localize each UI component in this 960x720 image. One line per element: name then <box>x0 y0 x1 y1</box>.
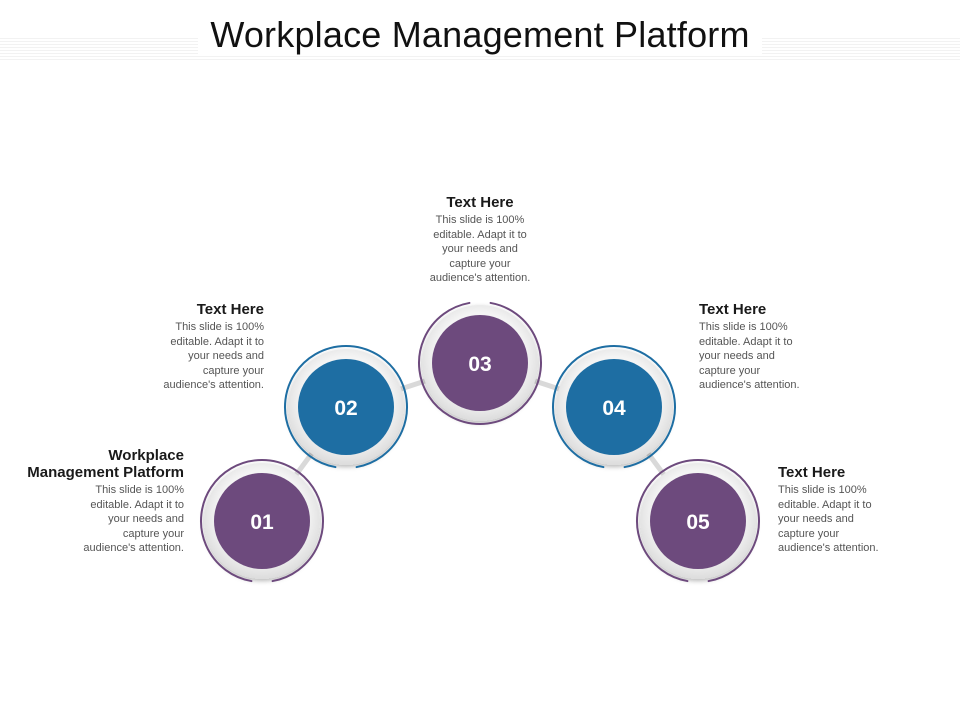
step-circle <box>432 315 528 411</box>
step-ring <box>200 459 324 583</box>
step-circle <box>650 473 746 569</box>
step-02-desc-line: your needs and <box>188 350 264 362</box>
step-number: 03 <box>468 353 491 376</box>
step-01-desc-line: This slide is 100% <box>95 484 184 496</box>
step-circle <box>566 359 662 455</box>
step-ring <box>284 345 408 469</box>
step-05-description: This slide is 100% editable. Adapt it to… <box>778 483 960 556</box>
step-02-node: 02 <box>284 345 408 469</box>
step-ring <box>552 345 676 469</box>
step-05-label: Text Here This slide is 100% editable. A… <box>778 464 960 556</box>
step-02-heading: Text Here <box>196 301 264 318</box>
step-01-desc-line: audience's attention. <box>83 542 184 554</box>
step-03-heading: Text Here <box>446 194 514 211</box>
step-04-desc-line: audience's attention. <box>699 379 800 391</box>
page-title: Workplace Management Platform <box>0 14 960 56</box>
step-02-desc-line: capture your <box>202 364 264 377</box>
step-ring <box>418 301 542 425</box>
step-01-label: Workplace Management Platform This slide… <box>0 447 184 556</box>
step-02-desc-line: editable. Adapt it to <box>170 335 264 348</box>
step-05-desc-line: This slide is 100% <box>778 484 867 496</box>
step-04-desc-line: editable. Adapt it to <box>699 335 793 348</box>
step-03-desc-line: your needs and <box>442 243 518 255</box>
step-number: 02 <box>334 397 357 420</box>
step-04-desc-line: This slide is 100% <box>699 321 788 333</box>
step-04-label: Text Here This slide is 100% editable. A… <box>699 301 899 393</box>
step-number: 04 <box>602 397 626 420</box>
step-03-label: Text Here This slide is 100% editable. A… <box>380 194 580 286</box>
step-05-desc-line: capture your <box>778 527 840 540</box>
step-03-node: 03 <box>418 301 542 425</box>
step-03-desc-line: This slide is 100% <box>435 214 525 226</box>
step-05-desc-line: editable. Adapt it to <box>778 498 872 511</box>
step-04-desc-line: your needs and <box>699 350 775 362</box>
step-ring <box>636 459 760 583</box>
step-04-heading: Text Here <box>699 301 767 318</box>
step-02-description: This slide is 100% editable. Adapt it to… <box>64 320 264 393</box>
step-01-desc-line: capture your <box>122 527 184 540</box>
step-05-heading: Text Here <box>778 464 846 481</box>
step-05-desc-line: your needs and <box>778 513 854 525</box>
step-circle <box>298 359 394 455</box>
step-04-description: This slide is 100% editable. Adapt it to… <box>699 320 899 393</box>
step-02-desc-line: audience's attention. <box>163 379 264 391</box>
step-03-description: This slide is 100% editable. Adapt it to… <box>380 213 580 286</box>
step-01-node: 01 <box>200 459 324 583</box>
step-01-desc-line: editable. Adapt it to <box>90 498 184 511</box>
step-01-desc-line: your needs and <box>108 513 184 525</box>
step-05-desc-line: audience's attention. <box>778 542 879 554</box>
step-03-desc-line: audience's attention. <box>429 272 531 284</box>
step-03-desc-line: editable. Adapt it to <box>433 228 527 241</box>
step-02-desc-line: This slide is 100% <box>175 321 264 333</box>
step-number: 05 <box>686 511 710 534</box>
step-01-heading-line-1: Workplace <box>108 447 184 464</box>
step-circle <box>214 473 310 569</box>
step-01-heading-line-2: Management Platform <box>27 464 184 481</box>
step-01-description: This slide is 100% editable. Adapt it to… <box>0 483 184 556</box>
step-number: 01 <box>250 511 274 534</box>
step-03-desc-line: capture your <box>449 257 511 270</box>
step-04-desc-line: capture your <box>699 364 761 377</box>
step-04-node: 04 <box>552 345 676 469</box>
step-05-node: 05 <box>636 459 760 583</box>
step-02-label: Text Here This slide is 100% editable. A… <box>64 301 264 393</box>
step-01-heading: Workplace Management Platform <box>0 447 184 481</box>
